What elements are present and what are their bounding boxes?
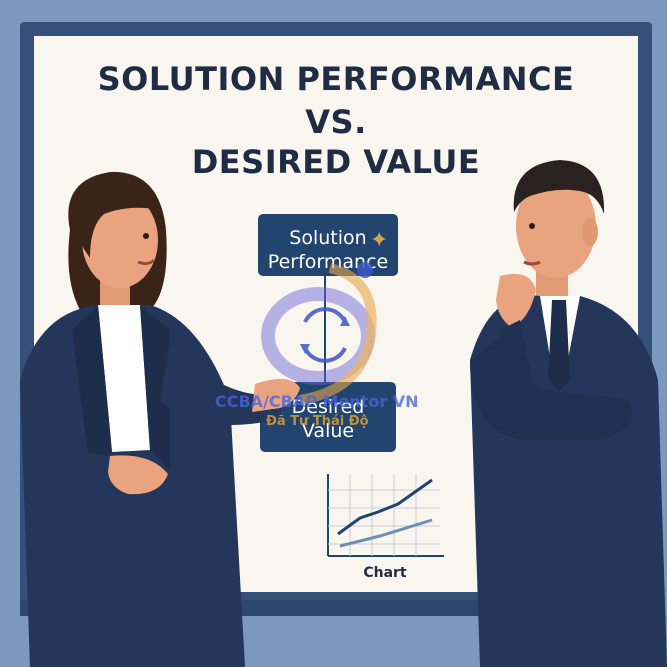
chart-icon [327,474,444,557]
watermark-subtext: Đã Tư Thái Độ [266,414,369,429]
title-line-1: SOLUTION PERFORMANCE [97,60,575,98]
watermark-text: CCBA/CBAP Mentor VN [215,392,419,411]
woman-presenter [20,171,300,667]
sparkle-icon: ✦ [370,228,389,253]
man-thinking [470,160,667,667]
desired-value-line2: Value [301,420,355,442]
solution-performance-line1: Solution [289,227,367,249]
title-line-3: DESIRED VALUE [191,143,481,181]
title-line-2: VS. [305,103,367,141]
watermark-logo-icon [261,262,377,405]
chart-caption: Chart [363,565,407,581]
flow-connector [324,272,326,382]
